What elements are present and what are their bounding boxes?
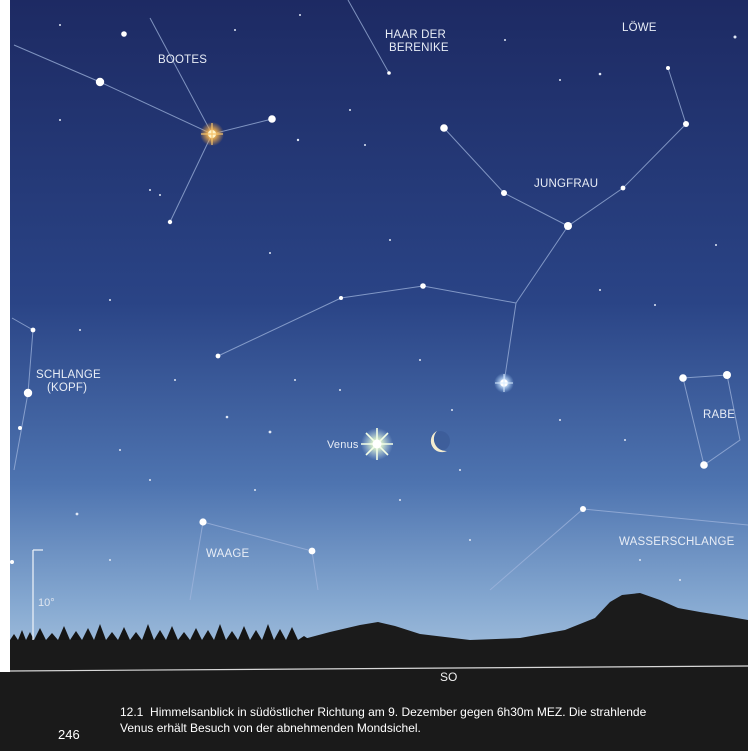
star — [620, 185, 626, 191]
star — [339, 296, 343, 300]
bright-stars — [10, 31, 731, 564]
scale-bar — [32, 549, 43, 640]
star — [700, 461, 708, 469]
star — [501, 190, 507, 196]
figure-number: 12.1 — [120, 705, 144, 719]
star — [95, 77, 105, 87]
spica-star — [494, 373, 514, 393]
star — [10, 560, 14, 564]
star — [564, 222, 572, 230]
direction-label: SO — [440, 670, 458, 684]
label-rabe: RABE — [703, 409, 736, 421]
caption-line-2: Venus erhält Besuch von der abnehmenden … — [120, 721, 421, 735]
star — [268, 115, 276, 123]
venus-planet — [361, 428, 393, 460]
page-number: 246 — [58, 727, 80, 742]
star — [308, 547, 316, 555]
star — [121, 31, 127, 37]
jungfrau-line-1 — [443, 67, 687, 227]
label-schlange-1: SCHLANGE — [36, 369, 101, 381]
constellation-lines — [11, 0, 748, 601]
caption-text-1: Himmelsanblick in südöstlicher Richtung … — [150, 705, 647, 719]
label-bootes: BOOTES — [158, 54, 208, 66]
star — [666, 66, 670, 70]
label-haar-der-berenike-2: BERENIKE — [389, 42, 449, 54]
label-haar-der-berenike-1: HAAR DER — [385, 29, 447, 41]
waage-line-2 — [189, 521, 204, 601]
rabe-line — [682, 374, 741, 466]
label-loewe: LÖWE — [622, 22, 657, 34]
star — [580, 506, 586, 512]
caption-band — [0, 672, 748, 751]
label-schlange-2: (KOPF) — [47, 382, 88, 394]
star — [23, 388, 33, 398]
star — [440, 124, 448, 132]
star — [679, 374, 687, 382]
label-jungfrau: JUNGFRAU — [534, 178, 599, 190]
schlange-line — [11, 317, 34, 471]
star — [683, 121, 689, 127]
jungfrau-line-3 — [217, 285, 517, 357]
label-wasserschlange: WASSERSCHLANGE — [619, 536, 735, 548]
label-venus: Venus — [327, 439, 359, 451]
star — [18, 426, 22, 430]
horizon-line — [9, 665, 748, 672]
berenike-line — [347, 0, 390, 74]
label-waage: WAAGE — [206, 548, 250, 560]
scale-label: 10° — [38, 597, 55, 609]
faint-stars — [59, 14, 737, 581]
star — [387, 71, 391, 75]
caption-line-1: 12.1 Himmelsanblick in südöstlicher Rich… — [120, 704, 742, 720]
star — [30, 327, 36, 333]
figure-caption: 12.1 Himmelsanblick in südöstlicher Rich… — [120, 704, 742, 736]
bootes-line-3 — [169, 133, 213, 223]
star — [167, 219, 173, 225]
star — [215, 353, 221, 359]
bootes-line-2 — [149, 17, 213, 135]
moon-crescent — [430, 431, 450, 453]
star — [199, 518, 207, 526]
star — [723, 371, 731, 379]
sky-background — [10, 0, 748, 672]
bootes-line-1 — [13, 44, 273, 135]
arcturus-star — [200, 122, 224, 146]
star — [420, 283, 426, 289]
